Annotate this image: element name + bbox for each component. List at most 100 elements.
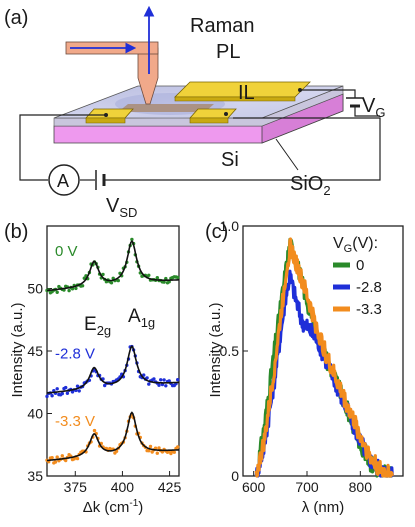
panel-b-ytick-label: 50 — [27, 281, 43, 297]
drain-contact — [224, 112, 228, 116]
panel-c-legend: 0 -2.8 -3.3 — [333, 257, 382, 318]
raman-data-point — [92, 428, 97, 433]
raman-data-point — [167, 379, 171, 383]
si-label: Si — [221, 149, 239, 171]
panel-b-ytick-label: 40 — [27, 406, 43, 422]
panel-b-xlabel: Δk (cm-1) — [83, 498, 144, 516]
legend-entry-label: 0 — [356, 257, 364, 274]
panel-c-label: (c) — [205, 221, 228, 243]
panel-a-label: (a) — [4, 7, 28, 29]
raman-data-point — [50, 394, 54, 398]
panel-b-series: 0 V-2.8 V-3.3 V — [45, 237, 180, 465]
raman-data-point — [74, 286, 78, 291]
raman-data-point — [147, 382, 151, 386]
raman-data-point — [65, 391, 70, 395]
sio2-label: SiO2 — [290, 173, 331, 198]
panel-c-ticks: 600 700 800 0 0.5 1.0 — [220, 218, 373, 495]
gate-wire — [300, 89, 356, 98]
source-electrode-side — [85, 117, 126, 124]
gate-electrode-side — [174, 96, 296, 102]
raman-data-point — [142, 373, 146, 377]
raman-data-point — [77, 389, 81, 393]
raman-data-point — [67, 288, 71, 293]
raman-data-point — [45, 394, 49, 399]
raman-data-point — [152, 377, 156, 381]
raman-data-point — [176, 445, 180, 449]
panel-c-ylabel: Intensity (a.u.) — [207, 302, 224, 397]
panel-c-legend-title: VG(V): — [333, 235, 378, 255]
raman-data-point — [50, 456, 54, 460]
panel-c-ytick-label: 0 — [231, 468, 239, 484]
sio2-pointer — [275, 138, 299, 171]
raman-data-point — [162, 378, 166, 382]
raman-data-point — [157, 383, 161, 387]
raman-series-label: -2.8 V — [55, 346, 95, 363]
panel-b-ytick-label: 35 — [27, 468, 43, 484]
raman-data-point — [75, 456, 80, 461]
raman-data-point — [159, 378, 163, 382]
ammeter-circle — [48, 164, 80, 196]
gate-wire-return — [354, 106, 380, 117]
raman-data-point — [116, 278, 121, 283]
panel-c-series — [254, 237, 394, 478]
raman-data-point — [164, 384, 168, 388]
raman-fit-line — [46, 345, 180, 394]
raman-data-point — [172, 450, 176, 454]
raman-fit-line — [46, 239, 179, 292]
panel-c-xtick-label: 800 — [349, 479, 373, 495]
mos2-flake — [118, 104, 214, 112]
panel-b-label: (b) — [4, 221, 28, 243]
raman-data-point — [55, 290, 59, 294]
raman-data-point — [147, 449, 151, 453]
raman-data-point — [55, 387, 59, 391]
raman-data-point — [145, 376, 149, 380]
source-electrode — [85, 108, 134, 119]
vsd-label: VSD — [106, 195, 137, 220]
raman-data-point — [109, 281, 114, 285]
raman-data-point — [60, 454, 64, 458]
raman-data-point — [176, 275, 180, 280]
panel-c-ytick-label: 0.5 — [220, 343, 240, 359]
raman-label: Raman — [190, 15, 254, 37]
raman-data-point — [148, 444, 153, 449]
drain-electrode-side — [189, 117, 229, 124]
raman-data-point — [80, 284, 85, 288]
sd-wire-left — [19, 114, 106, 181]
raman-series-label: -3.3 V — [55, 413, 95, 430]
panel-c-xtick-label: 700 — [295, 479, 319, 495]
ammeter-label: A — [57, 171, 69, 191]
a1g-label: A1g — [128, 306, 155, 330]
il-label: IL — [238, 82, 255, 104]
panel-a: (a) Raman PL IL Si SiO2 — [4, 5, 385, 220]
raman-fit-line — [46, 411, 180, 462]
sd-wire-right — [105, 117, 381, 181]
raman-data-point — [130, 237, 134, 242]
pl-series-line — [254, 237, 394, 478]
panel-b-xtick-label: 400 — [111, 479, 135, 495]
legend-entry-label: -2.8 — [356, 279, 382, 296]
panel-c: (c) 600 700 800 0 0.5 1.0 Intensity (a.u.) λ … — [205, 218, 404, 516]
raman-data-point — [155, 276, 159, 280]
panel-c-xlabel: λ (nm) — [302, 499, 345, 516]
raman-data-point — [53, 460, 58, 464]
raman-data-point — [162, 280, 166, 284]
raman-data-point — [155, 451, 159, 455]
raman-data-point — [75, 384, 80, 388]
panel-b-xtick-label: 425 — [158, 479, 182, 495]
drain-electrode — [189, 108, 237, 119]
raman-data-point — [101, 272, 105, 277]
raman-data-point — [176, 378, 180, 382]
panel-c-ytick-label: 1.0 — [220, 218, 240, 234]
e2g-label: E2g — [84, 314, 111, 338]
pl-label: PL — [216, 41, 240, 63]
vg-label: VG — [362, 95, 385, 120]
legend-entry-label: -3.3 — [356, 301, 382, 318]
raman-data-point — [147, 273, 151, 277]
panel-c-xtick-label: 600 — [242, 479, 266, 495]
panel-b-ytick-label: 45 — [27, 343, 43, 359]
raman-data-point — [63, 385, 68, 390]
raman-data-point — [157, 446, 161, 450]
